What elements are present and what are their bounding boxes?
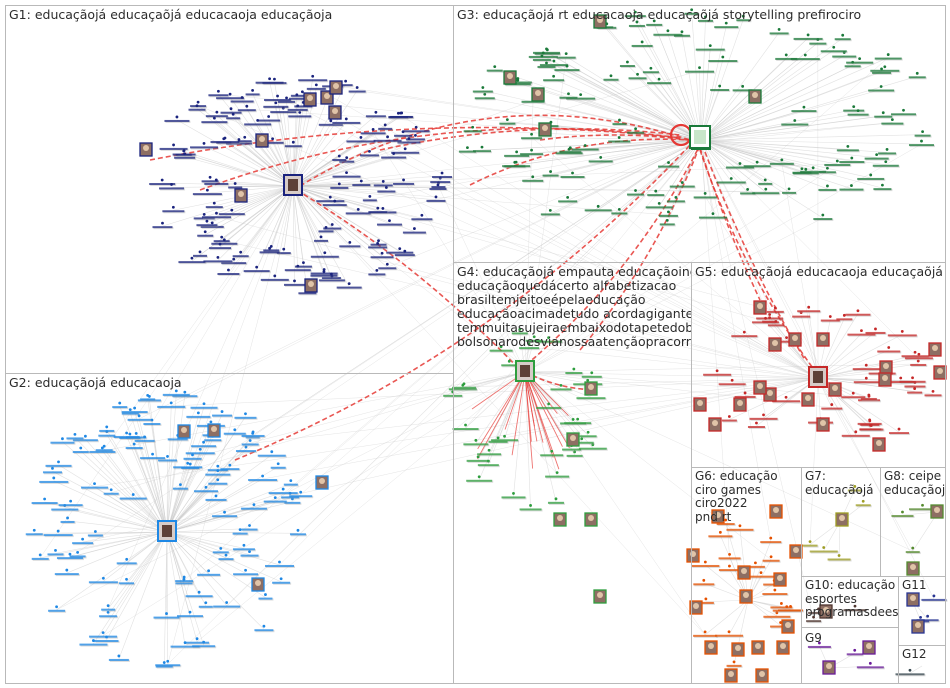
group-panel-g1: G1: educaçãojá educaçaõjá educacaoja edu…	[5, 5, 454, 374]
group-panel-g3: G3: educaçãojá rt educacaoja educaçaõjá …	[453, 5, 946, 263]
group-label-g3: G3: educaçãojá rt educacaoja educaçaõjá …	[457, 8, 861, 22]
group-label-g12: G12	[902, 648, 927, 662]
group-label-g9: G9	[805, 632, 822, 646]
group-panel-g12: G12	[898, 645, 946, 684]
group-panel-g4: G4: educaçãojá empauta educaçãoinclusiva…	[453, 262, 692, 684]
group-label-g10: G10: educação esportes programasdees…	[805, 579, 899, 620]
group-label-g4: G4: educaçãojá empauta educaçãoinclusiva…	[457, 265, 692, 349]
group-label-g8: G8: ceipe educaçãojá	[884, 470, 946, 497]
group-panel-g7: G7: educaçãojá	[801, 467, 881, 577]
group-label-g6: G6: educação ciro games ciro2022 pnd rt	[695, 470, 801, 524]
group-label-g1: G1: educaçãojá educaçaõjá educacaoja edu…	[9, 8, 332, 22]
group-panel-g8: G8: ceipe educaçãojá	[880, 467, 946, 577]
group-label-g11: G11	[902, 579, 927, 593]
group-panel-g5: G5: educaçãojá educacaoja educaçaõjá	[691, 262, 946, 468]
group-label-g7: G7: educaçãojá	[805, 470, 874, 497]
group-label-g2: G2: educaçãojá educacaoja	[9, 376, 182, 390]
group-panel-g10: G10: educação esportes programasdees…	[801, 576, 899, 628]
group-panel-g11: G11	[898, 576, 946, 646]
group-label-g5: G5: educaçãojá educacaoja educaçaõjá	[695, 265, 943, 279]
group-panel-g9: G9	[801, 627, 899, 684]
group-panel-g2: G2: educaçãojá educacaoja	[5, 373, 454, 684]
group-panel-g6: G6: educação ciro games ciro2022 pnd rt	[691, 467, 802, 684]
